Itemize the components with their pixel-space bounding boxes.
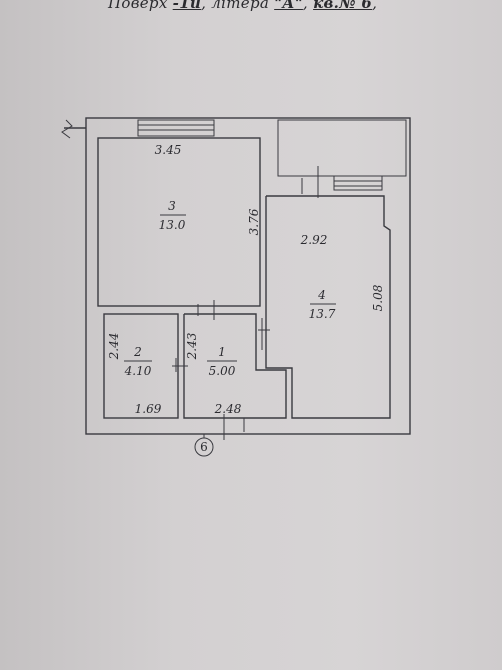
dim-room4-height: 5.08 <box>371 284 385 311</box>
room-4-label: 4 13.7 <box>309 288 336 321</box>
axis-marker: 6 <box>194 434 214 457</box>
room-4-number: 4 <box>317 288 326 302</box>
dim-room2-width: 1.69 <box>135 402 162 416</box>
header-sep-2: , <box>302 0 308 12</box>
window-frame <box>137 119 215 137</box>
room-1-number: 1 <box>218 345 226 359</box>
balcony <box>277 119 407 198</box>
header-floor-value: -1й <box>172 0 202 12</box>
dim-room3-width: 3.45 <box>155 143 182 157</box>
header-sep: , <box>201 0 207 12</box>
window-room3 <box>137 119 215 137</box>
axis-label: 6 <box>200 440 208 454</box>
header-apartment-number: кв.№ 6 <box>313 0 373 12</box>
room-2-label: 2 4.10 <box>124 345 152 378</box>
room-3-label: 3 13.0 <box>159 199 186 232</box>
dim-room4-width: 2.92 <box>300 233 328 247</box>
room-4-outline <box>265 195 391 419</box>
outer-wall-outline <box>85 117 411 435</box>
room-2-number: 2 <box>133 345 142 359</box>
room-2-area: 4.10 <box>124 364 152 378</box>
room-3-outline <box>97 137 261 307</box>
axis-circle <box>194 437 214 457</box>
room-4-area: 13.7 <box>309 307 336 321</box>
header-prefix: Поверх <box>108 0 168 12</box>
wall-break-zigzag <box>61 119 73 139</box>
room-3-area: 13.0 <box>159 218 186 232</box>
door-marks <box>172 300 270 440</box>
room-1-outline <box>183 313 287 419</box>
header-litera-value: "А" <box>274 0 303 12</box>
header-tail: , <box>372 0 378 12</box>
dim-room2-height: 2.44 <box>107 333 121 361</box>
floor-header: Поверх -1й, літера "А", кв.№ 6, <box>108 0 438 16</box>
room-1-area: 5.00 <box>209 364 236 378</box>
balcony-window <box>333 175 383 191</box>
balcony-outline <box>277 119 407 177</box>
room-3-number: 3 <box>168 199 176 213</box>
dim-room1-height: 2.43 <box>185 332 199 360</box>
dim-room1-width: 2.48 <box>214 402 242 416</box>
header-litera-label: літера <box>211 0 270 12</box>
outer-walls <box>61 117 411 435</box>
dim-room3-height: 3.76 <box>247 208 261 235</box>
room-1-label: 1 5.00 <box>207 345 237 378</box>
